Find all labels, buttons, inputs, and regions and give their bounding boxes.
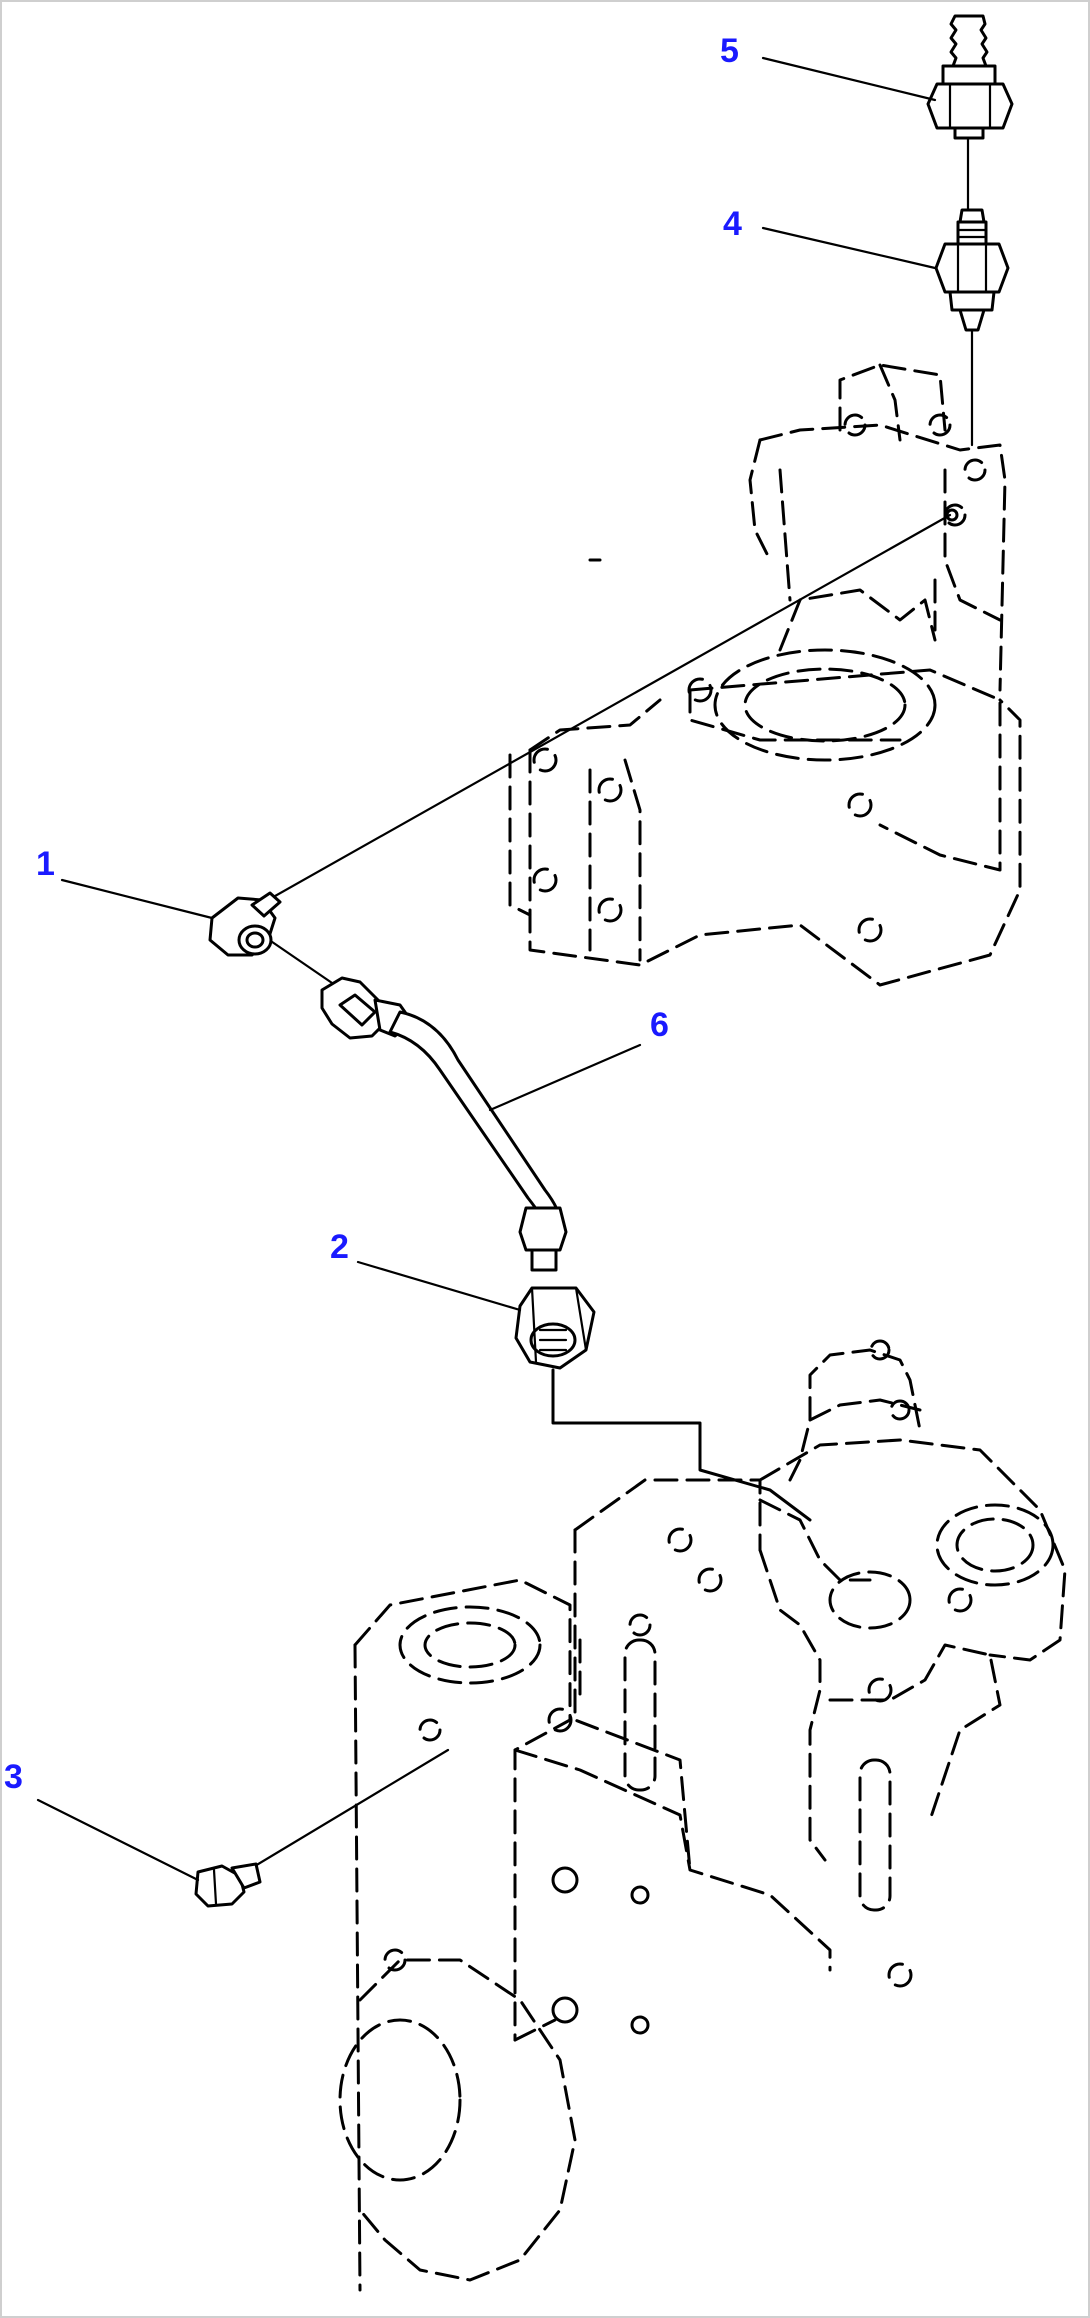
callout-label-2: 2	[330, 1228, 349, 1266]
lower-valve-housing	[338, 1339, 1067, 2292]
callout-label-5: 5	[720, 32, 739, 70]
callout-labels: 5 4 1 6 2 3	[4, 32, 742, 1796]
part-2-nut	[514, 1286, 596, 1370]
upper-valve-housing	[508, 363, 1022, 987]
part-5-adapter	[926, 14, 1014, 140]
callout-label-4: 4	[723, 205, 742, 243]
callout-label-6: 6	[650, 1006, 669, 1044]
callout-label-1: 1	[36, 845, 55, 883]
callout-label-3: 3	[4, 1758, 23, 1796]
part-1-elbow	[208, 891, 282, 957]
callout-leader-lines	[36, 56, 937, 1882]
part-4-fitting	[934, 208, 1010, 332]
assembly-connector-lines	[238, 133, 974, 1877]
part-6-tube-assembly	[320, 976, 568, 1272]
part-3-plug	[194, 1862, 262, 1908]
